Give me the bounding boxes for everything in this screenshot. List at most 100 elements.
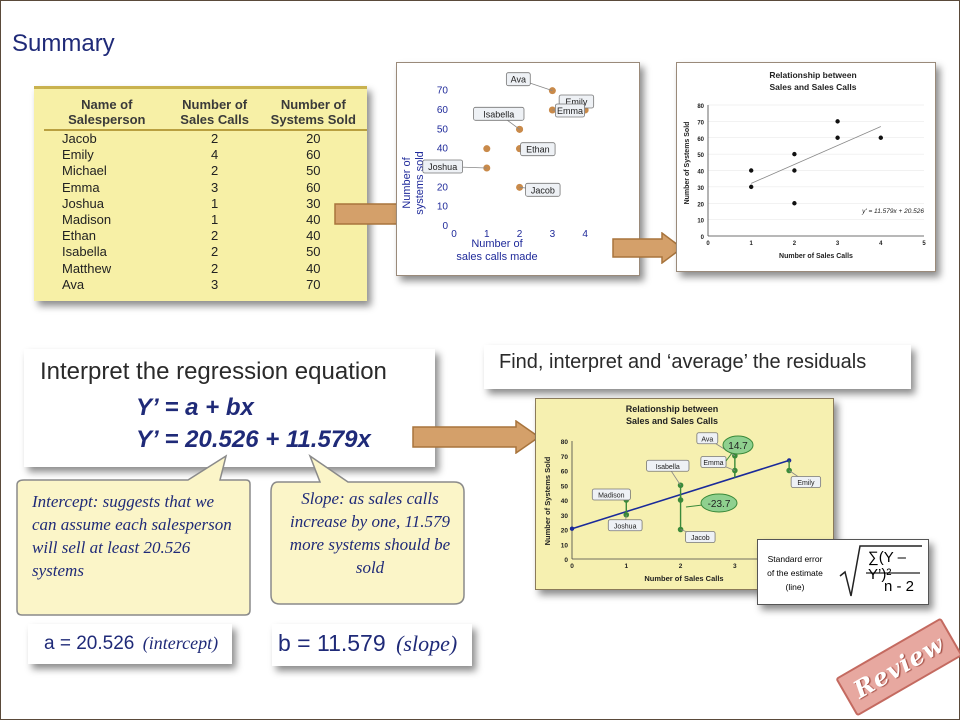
- header-name: Name of Salesperson: [44, 95, 170, 131]
- data-point: [749, 184, 754, 190]
- residual-callout-value: -23.7: [708, 499, 731, 510]
- cell-name: Emma: [62, 179, 100, 195]
- x-tick-label: 1: [624, 563, 628, 570]
- residual-callout-bubble: [700, 493, 738, 513]
- residual-callout-value: 14.7: [728, 441, 748, 452]
- y-axis-label: Number of Systems Sold: [684, 122, 691, 205]
- x-tick-label: 2: [517, 229, 523, 240]
- data-point: [483, 145, 491, 153]
- x-tick-label: 0: [706, 241, 710, 247]
- x-axis-label: Number of Sales Calls: [779, 253, 853, 260]
- arrow-equation-to-residuals: [412, 420, 541, 454]
- cell-sold: 50: [306, 244, 321, 260]
- y-tick-label: 0: [701, 235, 705, 241]
- residuals-heading: Find, interpret and ‘average’ the residu…: [499, 351, 867, 373]
- data-point: [835, 119, 840, 124]
- regression-heading: Interpret the regression equation: [40, 358, 387, 385]
- table-header-row: Name of Salesperson Number of Sales Call…: [44, 95, 367, 131]
- y-tick-label: 0: [442, 221, 448, 232]
- intercept-value-label: (intercept): [142, 633, 219, 653]
- y-tick-label: 10: [437, 202, 449, 213]
- y-tick-label: 10: [561, 542, 569, 549]
- residuals-heading-box: [484, 345, 911, 389]
- arrow-scatter-to-regression: [612, 232, 684, 264]
- point-label-box: [473, 106, 525, 121]
- y-tick-label: 50: [437, 124, 449, 135]
- data-point: [732, 467, 738, 474]
- cell-calls: 4: [211, 147, 219, 163]
- sqrt-symbol-icon: [839, 545, 922, 597]
- cell-name: Isabella: [62, 244, 107, 260]
- intercept-value-box: [28, 624, 232, 664]
- intercept-value: a = 20.526 (intercept): [44, 633, 218, 655]
- slope-value-box: [272, 624, 472, 666]
- slope-value-number: b = 11.579: [278, 630, 386, 656]
- cell-sold: 30: [306, 195, 321, 211]
- y-axis-label: Number of: [401, 156, 413, 208]
- slope-callout-text: Slope: as sales calls increase by one, 1…: [289, 489, 451, 577]
- data-point: [792, 168, 797, 173]
- cell-calls: 2: [211, 163, 219, 179]
- cell-calls: 1: [211, 195, 219, 211]
- salesperson-table-panel: Name of Salesperson Number of Sales Call…: [34, 86, 367, 301]
- intercept-value-number: a = 20.526: [44, 633, 135, 654]
- y-tick-label: 60: [437, 105, 449, 116]
- y-tick-label: 70: [437, 86, 449, 97]
- x-tick-label: 3: [836, 241, 840, 247]
- y-tick-label: 40: [437, 144, 449, 155]
- chart-title-line: Relationship between: [769, 70, 856, 80]
- point-label-box: [554, 103, 585, 118]
- cell-calls: 2: [211, 131, 219, 146]
- point-label: Isabella: [656, 464, 680, 471]
- cell-name: Michael: [62, 163, 107, 179]
- cell-name: Ethan: [62, 228, 96, 244]
- point-label: Joshua: [428, 162, 457, 172]
- x-tick-label: 3: [550, 229, 556, 240]
- y-tick-label: 20: [561, 528, 569, 535]
- data-point: [792, 151, 797, 157]
- cell-calls: 2: [211, 260, 219, 276]
- point-label-box: [790, 476, 822, 488]
- point-label-box: [685, 531, 716, 543]
- standard-error-label-1: Standard error: [767, 554, 823, 564]
- y-axis-label: Number of Systems Sold: [543, 456, 552, 545]
- data-point: [792, 201, 797, 206]
- point-label: Isabella: [483, 109, 514, 119]
- x-tick-label: 2: [679, 563, 683, 570]
- chart-title-line: Relationship between: [626, 404, 719, 414]
- cell-sold: 70: [306, 276, 321, 292]
- intercept-callout-text: Intercept: suggests that we can assume e…: [32, 492, 232, 580]
- data-point: [677, 526, 684, 533]
- y-tick-label: 70: [697, 120, 704, 126]
- standard-error-label: Standard error of the estimate (line): [764, 552, 826, 594]
- x-tick-label: 2: [793, 241, 797, 247]
- regression-annotation: y' = 11.579x + 20.526: [861, 208, 924, 215]
- point-label: Ava: [511, 75, 526, 85]
- point-label-box: [591, 488, 631, 501]
- cell-name: Emily: [62, 147, 94, 163]
- standard-error-box: Standard error of the estimate (line) ∑(…: [757, 539, 929, 605]
- salesperson-table: Name of Salesperson Number of Sales Call…: [44, 95, 367, 293]
- x-tick-label: 0: [451, 229, 457, 240]
- cell-calls: 3: [211, 179, 219, 195]
- data-point: [516, 125, 524, 133]
- point-label: Madison: [598, 493, 625, 500]
- point-label-box: [422, 159, 463, 174]
- y-tick-label: 80: [697, 104, 704, 110]
- x-axis-label: Number of Sales Calls: [644, 574, 723, 583]
- header-sold: Number of Systems Sold: [259, 95, 367, 131]
- regression-line: [751, 126, 881, 184]
- standard-error-denominator: n - 2: [884, 578, 915, 595]
- cell-sold: 40: [306, 228, 321, 244]
- x-tick-label: 4: [879, 241, 883, 247]
- point-label: Jacob: [531, 185, 555, 195]
